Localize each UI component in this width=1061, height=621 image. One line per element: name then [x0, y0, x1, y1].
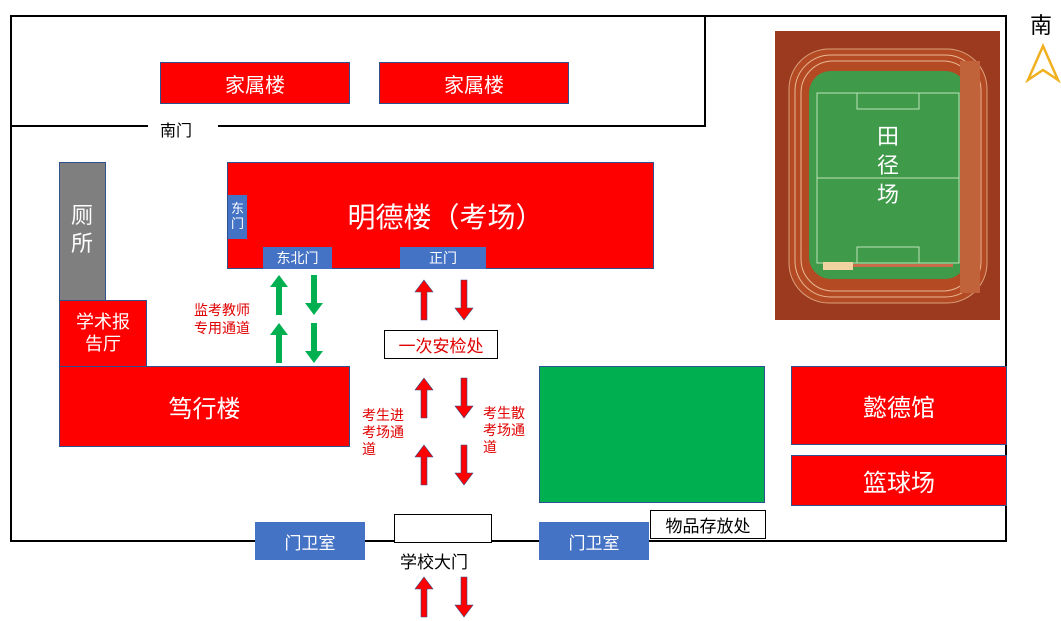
track-field-label: 田径场 [876, 125, 899, 208]
campus-wall-right [1005, 15, 1007, 542]
mingde-east-gate: 东门 [228, 195, 247, 239]
school-gate-label: 学校大门 [400, 553, 468, 573]
lecture-hall-label: 学术报告厅 [76, 311, 130, 355]
mingde-northeast-gate: 东北门 [263, 247, 332, 269]
sports-field [539, 366, 765, 503]
mingde-building-label: 明德楼（考场） [347, 200, 544, 234]
family-building-2: 家属楼 [379, 62, 569, 104]
yide-hall: 懿德馆 [791, 366, 1007, 445]
toilet-label: 厕所 [70, 204, 93, 257]
security-check-label: 一次安检处 [398, 337, 484, 357]
campus-wall-bottom-left [10, 540, 394, 542]
exam-down-arrow-icon [454, 444, 474, 486]
compass-arrow-icon [1025, 42, 1061, 84]
teacher-channel-label: 监考教师专用通道 [194, 303, 250, 337]
campus-wall-left [10, 15, 12, 542]
exam-up-arrow-icon [414, 377, 434, 419]
track-field: 田径场 [775, 31, 1000, 320]
family-building-1: 家属楼 [160, 62, 350, 104]
exam-down-arrow-icon [454, 377, 474, 419]
residence-wall-bottom-left [10, 125, 148, 127]
guard-room-right-label: 门卫室 [568, 533, 620, 554]
campus-wall-bottom-right [492, 540, 1006, 542]
security-check-box: 一次安检处 [384, 330, 498, 359]
residence-wall-right [704, 15, 706, 127]
toilet-building: 厕所 [59, 162, 106, 302]
guard-room-left-label: 门卫室 [284, 533, 336, 554]
mingde-main-gate: 正门 [400, 247, 486, 269]
mingde-east-gate-label: 东门 [230, 202, 244, 232]
teacher-up-arrow-icon [270, 275, 288, 315]
basketball-court-label: 篮球场 [863, 469, 935, 497]
guard-room-right: 门卫室 [539, 522, 649, 560]
duxing-building: 笃行楼 [59, 366, 350, 447]
school-gate-box [394, 514, 492, 543]
teacher-down-arrow-icon [305, 275, 323, 315]
exam-exit-label: 考生散考场通道 [483, 406, 525, 456]
south-gate-label: 南门 [160, 121, 193, 140]
duxing-building-label: 笃行楼 [168, 395, 241, 423]
teacher-up-arrow-icon [270, 323, 288, 363]
exam-down-arrow-icon [454, 576, 474, 618]
exam-down-arrow-icon [454, 279, 474, 321]
exam-enter-label: 考生进考场通道 [362, 408, 404, 458]
guard-room-left: 门卫室 [255, 522, 365, 560]
yide-hall-label: 懿德馆 [863, 394, 935, 422]
mingde-northeast-gate-label: 东北门 [276, 251, 319, 267]
family-building-1-label: 家属楼 [225, 72, 285, 97]
lecture-hall: 学术报告厅 [59, 300, 147, 367]
residence-wall-bottom-right [218, 125, 706, 127]
exam-up-arrow-icon [414, 279, 434, 321]
mingde-main-gate-label: 正门 [429, 251, 457, 267]
compass-label: 南 [1030, 14, 1053, 39]
exam-up-arrow-icon [414, 576, 434, 618]
storage-box: 物品存放处 [650, 510, 766, 539]
family-building-2-label: 家属楼 [444, 72, 504, 97]
exam-up-arrow-icon [414, 444, 434, 486]
campus-wall-top [10, 15, 1006, 17]
teacher-down-arrow-icon [305, 323, 323, 363]
track-drawing [788, 48, 988, 304]
basketball-court: 篮球场 [791, 455, 1007, 506]
storage-label: 物品存放处 [665, 517, 751, 537]
